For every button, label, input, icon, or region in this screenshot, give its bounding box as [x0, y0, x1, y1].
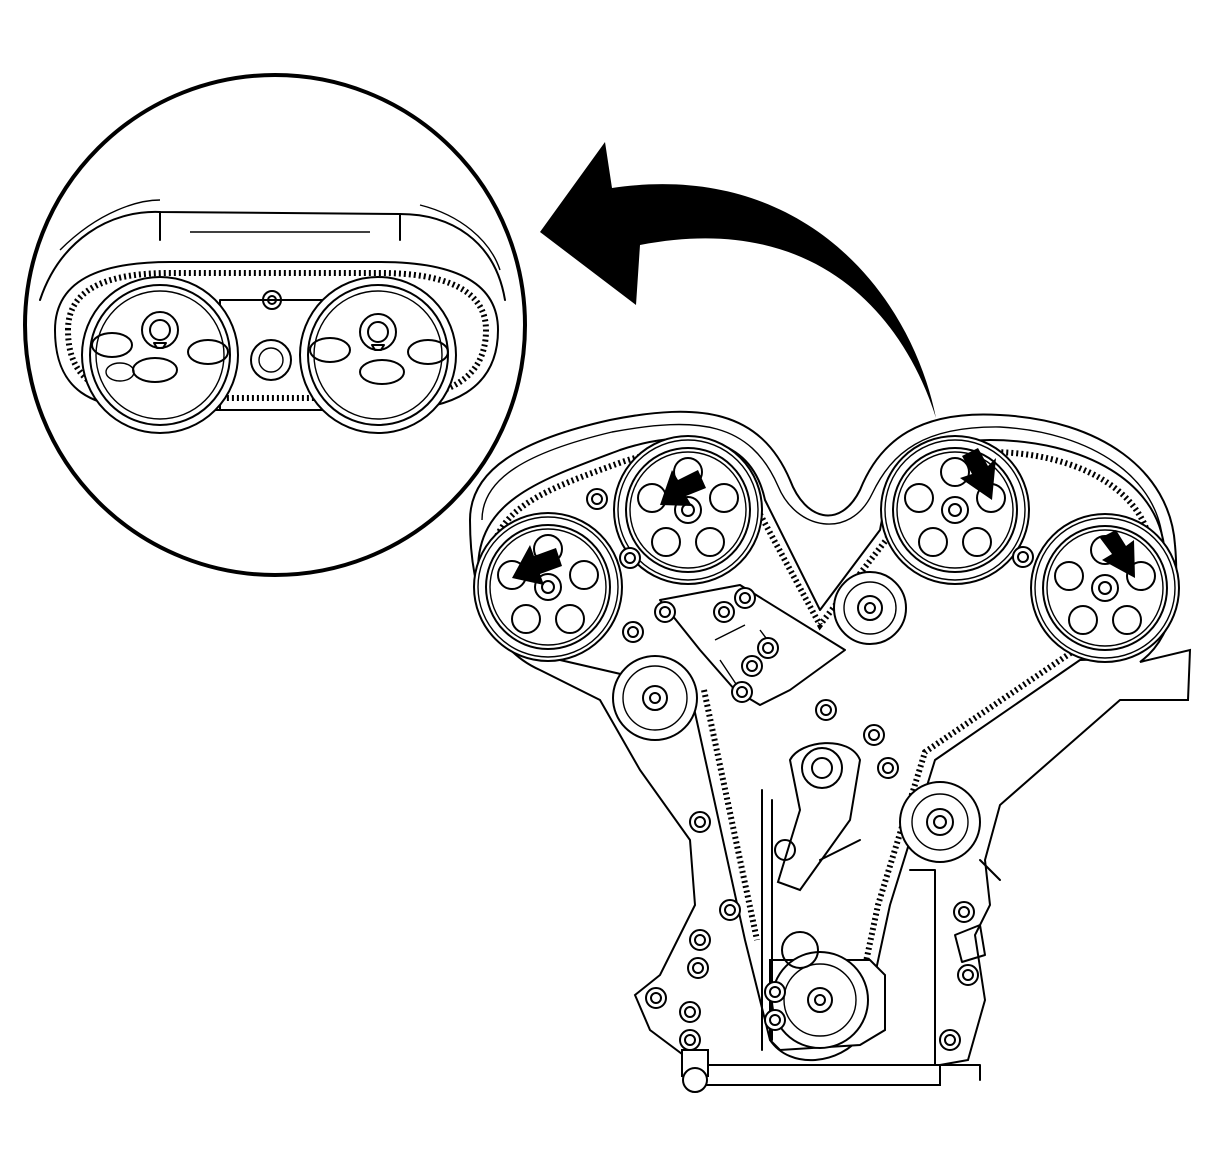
camshaft-sprocket-right-inner [880, 435, 1030, 585]
timing-mark-arrow-1 [512, 545, 562, 585]
timing-mark-arrow-3 [960, 448, 996, 500]
detail-view-circle [23, 73, 527, 577]
idler-pulley-right [899, 781, 981, 863]
timing-mark-arrow-2 [660, 470, 706, 506]
camshaft-sprocket-left-outer [473, 512, 623, 662]
callout-arrow [540, 142, 936, 418]
detail-left-camshaft-sprocket [81, 276, 239, 434]
idler-pulley-upper [833, 571, 907, 645]
crankshaft-sprocket [769, 951, 886, 1052]
tensioner-pulley-left [612, 655, 698, 741]
timing-mark-arrow-4 [1100, 530, 1135, 578]
detail-right-camshaft-sprocket [299, 276, 457, 434]
engine-front [468, 410, 1192, 1093]
